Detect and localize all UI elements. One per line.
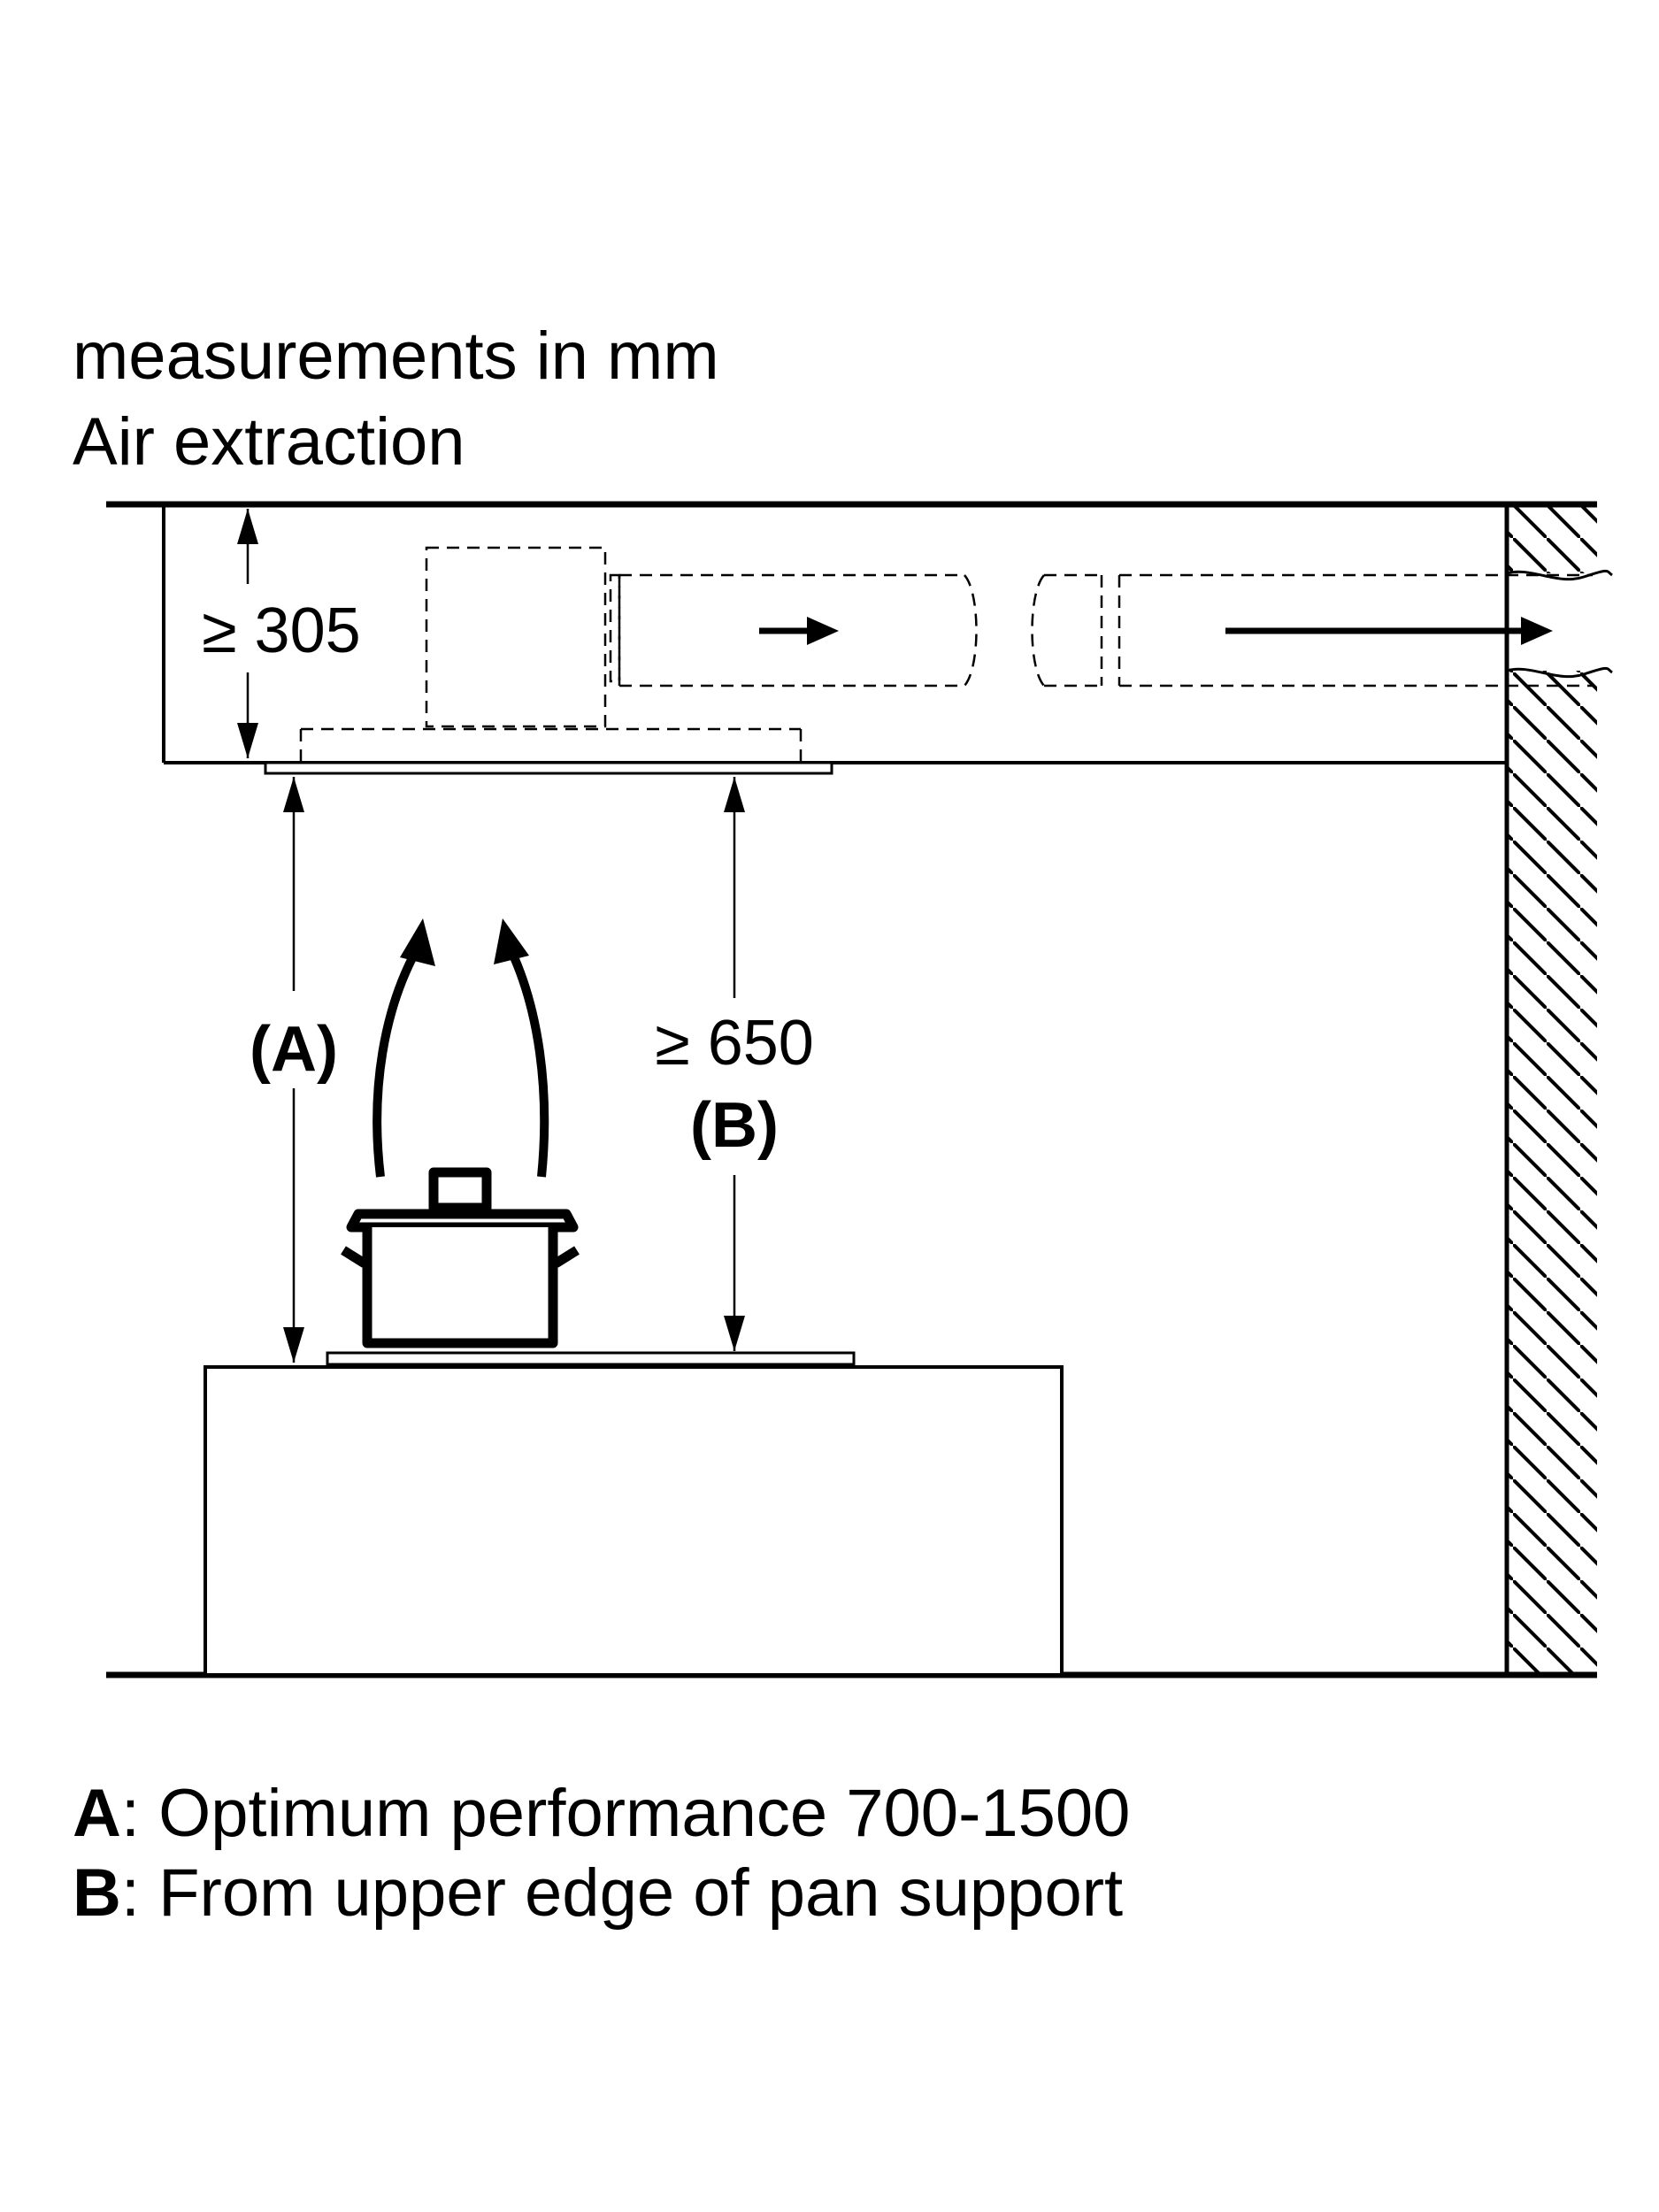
hood-panel [264, 761, 833, 775]
cooking-pot-icon [341, 1167, 580, 1348]
steam-arrowhead-left-icon [400, 918, 435, 966]
legend-text-b: : From upper edge of pan support [121, 1855, 1123, 1931]
airflow-arrow-short-icon [759, 617, 839, 645]
base-cabinet [204, 1365, 1064, 1677]
hob-clearance-label: ≥ 650 [655, 1008, 814, 1079]
legend-key-a: A [73, 1776, 121, 1851]
dimension-a-label: (A) [250, 1014, 338, 1085]
dimension-a: (A) [232, 777, 356, 1363]
legend-item-a: A: Optimum performance 700-1500 [73, 1776, 1130, 1851]
hood-unit [299, 546, 803, 761]
exhaust-duct [618, 573, 1593, 687]
steam-arrows-icon [373, 949, 549, 1178]
legend-item-b: B: From upper edge of pan support [73, 1855, 1123, 1931]
steam-arrowhead-right-icon [494, 918, 529, 964]
dimension-b: ≥ 650 (B) [628, 777, 841, 1351]
ceiling-clearance-label: ≥ 305 [202, 595, 361, 666]
mode-title: Air extraction [73, 404, 465, 480]
units-note: measurements in mm [73, 319, 719, 394]
hob-plate [326, 1351, 856, 1366]
legend-key-b: B [73, 1855, 121, 1931]
ceiling-clearance-dimension: ≥ 305 [195, 509, 372, 758]
legend-text-a: : Optimum performance 700-1500 [121, 1776, 1131, 1851]
airflow-arrow-long-icon [1225, 617, 1553, 645]
dimension-b-label: (B) [690, 1090, 779, 1161]
wall [1504, 504, 1613, 1675]
